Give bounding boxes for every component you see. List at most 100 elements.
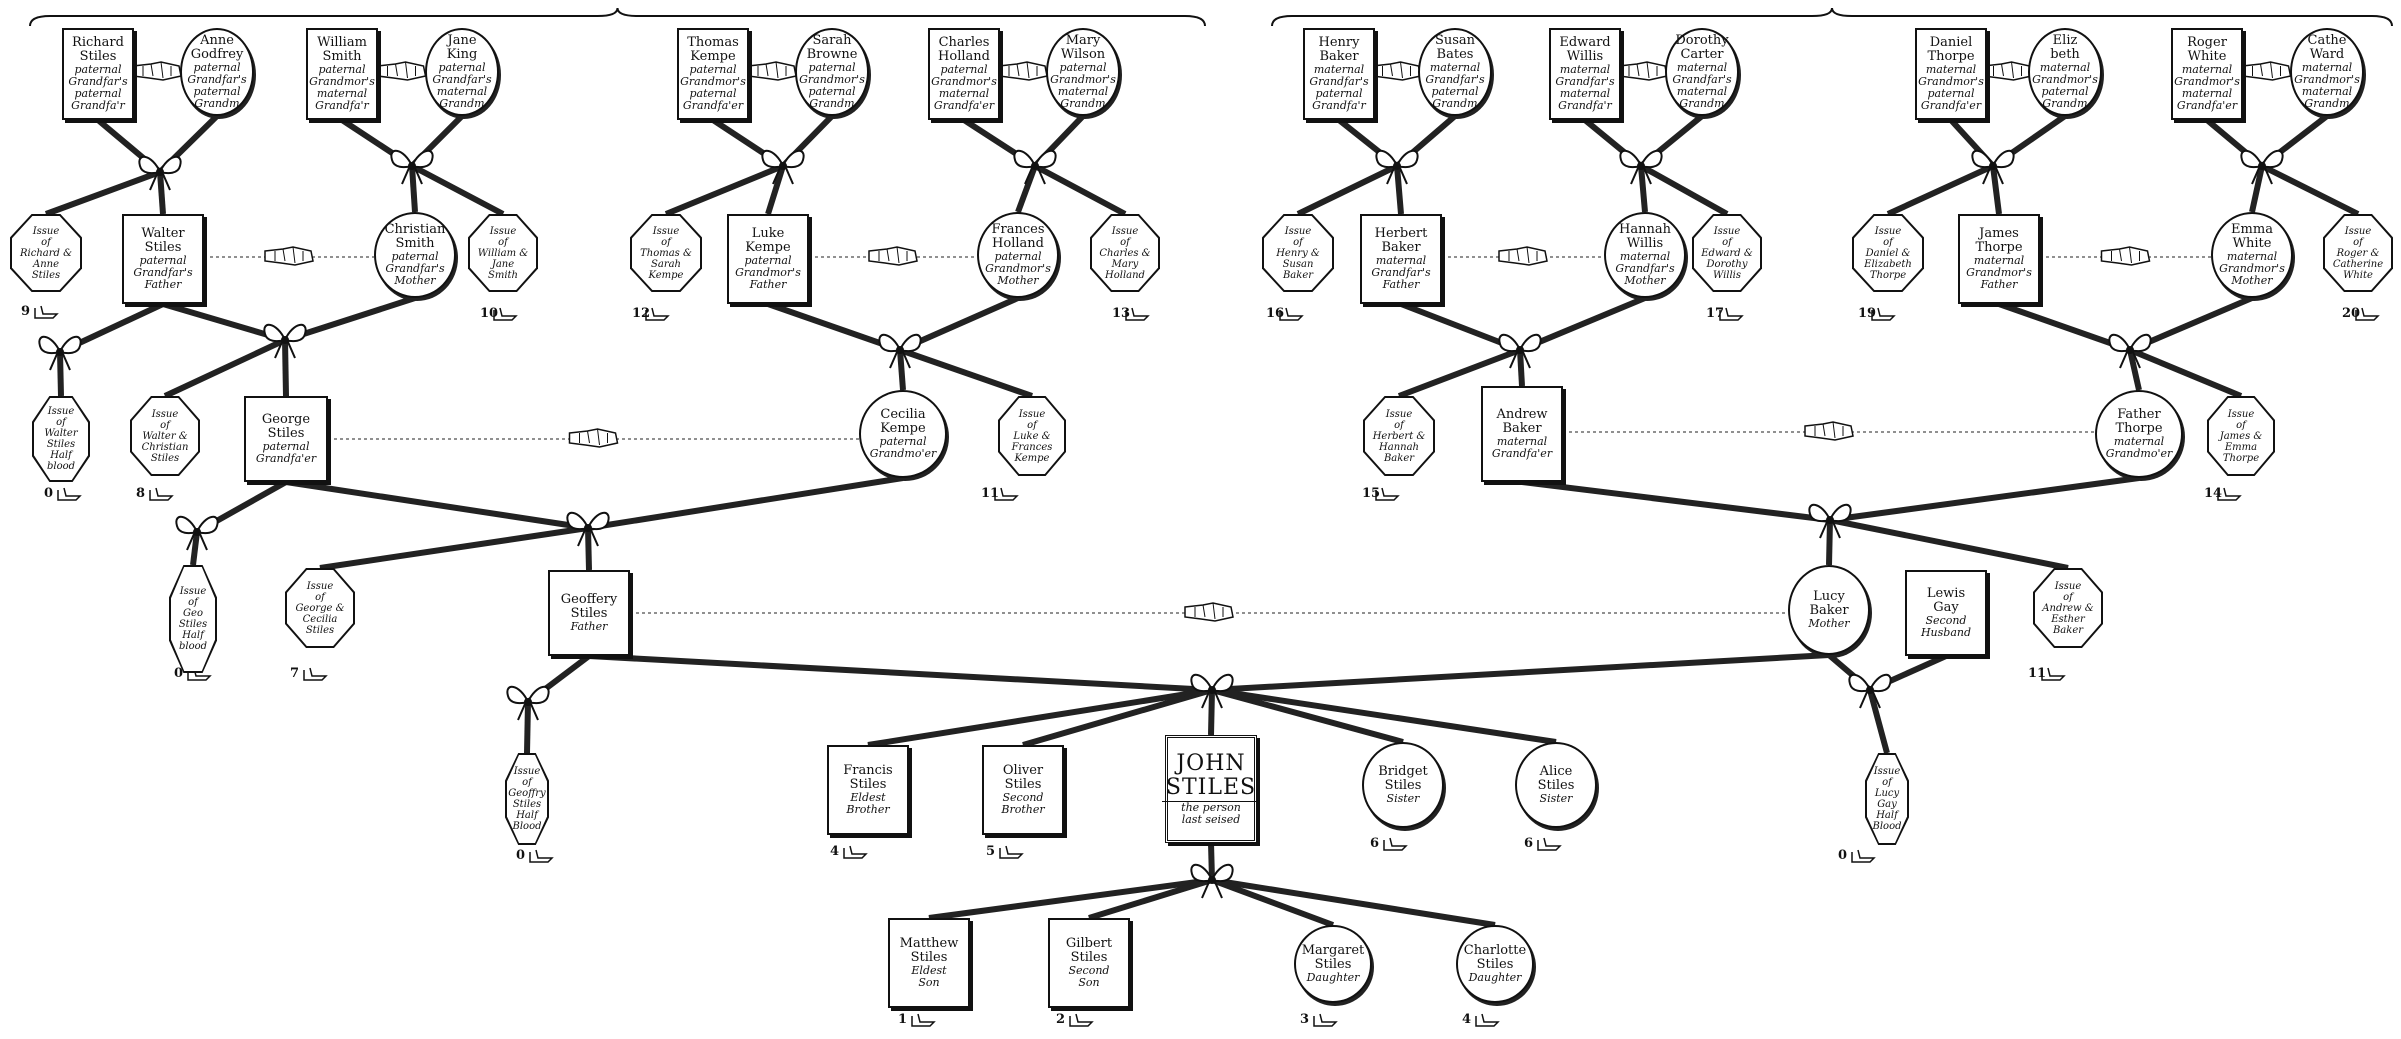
person-text-line: of	[1883, 236, 1893, 248]
rope-8-issue_walter-inner	[164, 338, 286, 398]
person-text-line: Half	[182, 630, 204, 641]
person-text-line: Father	[1980, 278, 2018, 291]
degree-number: 9	[21, 304, 31, 319]
person-text-line: Daughter	[1306, 971, 1360, 984]
person-text-line: Cathe	[2307, 33, 2347, 48]
person-text-line: Geo	[183, 608, 203, 619]
degree-number: 5	[986, 844, 996, 859]
person-text-line: maternal	[2039, 61, 2091, 74]
person-text-line: Issue	[513, 766, 541, 777]
rope-19-margaret-inner	[1211, 878, 1334, 927]
person-text-line: William &	[477, 247, 529, 259]
degree-number: 13	[1112, 306, 1131, 321]
person-text-line: paternal	[808, 85, 856, 98]
rope-6-issue_daniel-inner	[1887, 164, 1994, 216]
handshake-icon	[568, 428, 619, 448]
rope-12-issue_walter_half-inner	[58, 351, 63, 397]
person-text-line: of	[661, 236, 671, 248]
rope-19-charlotte-inner	[1211, 878, 1496, 927]
person-text-line: paternal	[689, 63, 737, 76]
person-text-line: Henry	[1318, 35, 1360, 50]
rope-4-issue_henry-inner	[1297, 164, 1398, 216]
person-text-line: Brother	[846, 803, 890, 816]
pointing-hand-icon	[529, 849, 554, 863]
rope-6-james-inner	[1991, 165, 2001, 215]
rope-13-geoffery-inner	[586, 527, 591, 571]
person-text-line: Emma	[2224, 441, 2258, 453]
person-text-line: Grandfar's	[68, 75, 128, 88]
person-text-line: of	[522, 777, 532, 788]
degree-number: 3	[1300, 1012, 1310, 1027]
person-text-line: of	[188, 597, 198, 608]
rope-11-james-inner	[1998, 302, 2131, 352]
ribbon-bow-icon	[38, 336, 82, 371]
handshake-icon	[2241, 61, 2292, 81]
pointing-hand-icon	[911, 1013, 936, 1027]
person-text-line: William	[317, 35, 367, 50]
rope-7-issue_roger-inner	[2261, 164, 2359, 216]
ribbon-bow-icon	[2240, 150, 2284, 185]
person-text-line: King	[446, 47, 478, 62]
person-text-line: Grandm	[1679, 97, 1725, 110]
person-text-line: Sarah	[812, 33, 852, 48]
person-text-line: Stiles	[79, 49, 117, 64]
person-text-line: maternal	[2181, 63, 2233, 76]
degree-number: 11	[981, 486, 1000, 501]
person-text-line: Charles	[938, 35, 990, 50]
person-text-line: Issue	[1385, 408, 1413, 420]
person-text-line: blood	[178, 641, 208, 652]
person-text-line: Jane	[447, 33, 477, 48]
rope-16-geoffery-inner	[588, 654, 1213, 692]
degree-number: 11	[2028, 666, 2047, 681]
person-text-line: Thorpe	[1975, 240, 2023, 255]
person-text-line: blood	[46, 461, 76, 472]
person-text-line: Thomas	[687, 35, 739, 50]
person-text-line: Grandfar's	[1309, 75, 1369, 88]
pointing-hand-icon	[2217, 487, 2242, 501]
person-text-line: Son	[1078, 976, 1100, 989]
person-text-line: Matthew	[899, 936, 959, 951]
person-text-line: Dorothy	[1706, 258, 1748, 270]
degree-number: 0	[44, 486, 54, 501]
person-text-line: Issue	[2054, 580, 2082, 592]
person-text-line: Thorpe	[1869, 269, 1907, 281]
pointing-hand-icon	[2041, 667, 2066, 681]
person-text-line: Kempe	[690, 49, 736, 64]
ribbon-bow-icon	[1619, 150, 1663, 185]
person-text-line: Issue	[179, 586, 207, 597]
person-text-line: maternal	[2301, 85, 2353, 98]
person-text-line: Godfrey	[190, 47, 244, 62]
person-text-line: Father	[1382, 278, 1420, 291]
person-text-line: Thomas &	[640, 247, 692, 259]
person-text-line: Jane	[491, 258, 515, 270]
handshake-icon	[132, 61, 182, 81]
person-text-line: Stiles	[31, 269, 61, 281]
person-text-line: Hannah	[1619, 222, 1671, 237]
rope-16-bridget-inner	[1211, 688, 1404, 744]
rope-5-issue_edward-inner	[1640, 164, 1728, 216]
person-text-line: Grandm	[2304, 97, 2350, 110]
handshake-icon	[1371, 61, 1422, 81]
person-text-line: Kempe	[648, 269, 684, 281]
person-text-line: maternal	[2301, 61, 2353, 74]
person-text-line: Frances	[991, 222, 1045, 237]
ribbon-bow-icon	[263, 324, 307, 359]
person-text-line: Herbert	[1374, 226, 1428, 241]
person-text-line: Baker	[1319, 49, 1359, 64]
person-text-line: Gay	[1933, 600, 1959, 615]
pointing-hand-icon	[1719, 307, 1744, 321]
ribbon-bow-icon	[138, 156, 182, 191]
person-text-line: Second	[1068, 964, 1110, 977]
person-text-line: of	[498, 236, 508, 248]
rope-14-father_thorpe-inner	[1829, 476, 2140, 522]
degree-number: 16	[1266, 306, 1285, 321]
person-text-line: Anne	[200, 33, 234, 48]
person-text-line: maternal	[1559, 63, 1611, 76]
